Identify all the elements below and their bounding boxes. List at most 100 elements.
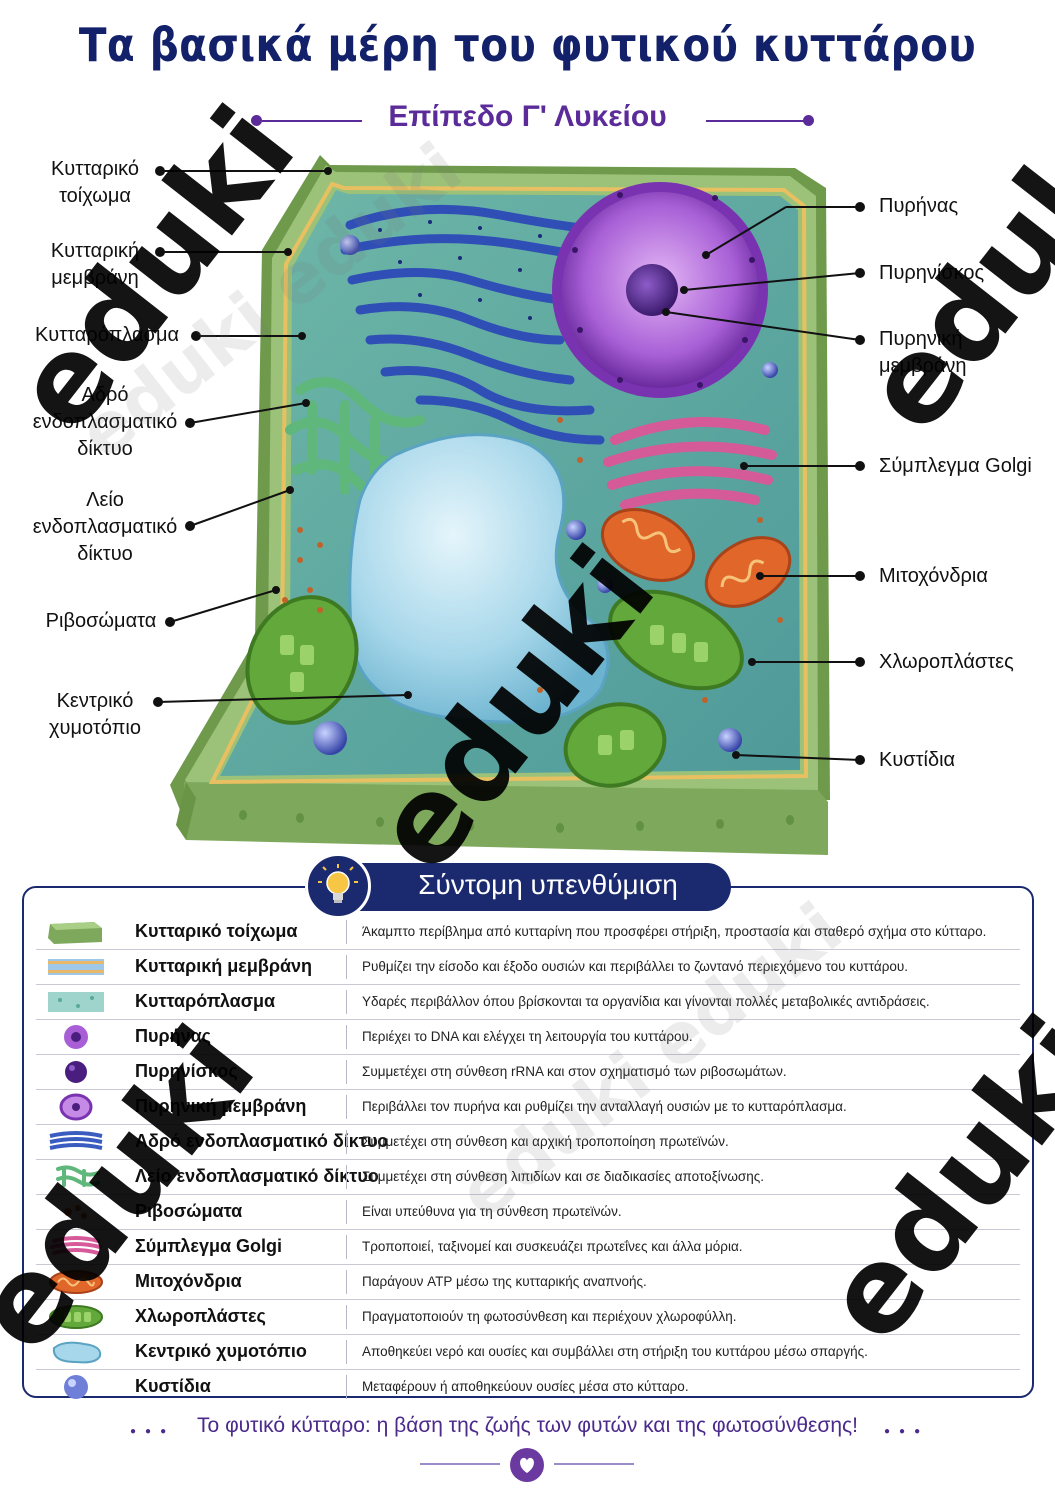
- cell-wall-icon: [48, 922, 102, 944]
- mitochondria-shapes: [600, 508, 792, 608]
- mitochondria-icon: [49, 1270, 103, 1294]
- row-desc: Περιβάλλει τον πυρήνα και ρυθμίζει την α…: [362, 1099, 847, 1114]
- row-desc: Ρυθμίζει την είσοδο και έξοδο ουσιών και…: [362, 959, 909, 974]
- row-divider: [346, 1270, 347, 1294]
- footer-line-left: [420, 1463, 500, 1465]
- ribosome-dots: [282, 417, 783, 703]
- summary-header-bar: [305, 863, 731, 911]
- summary-panel: [22, 886, 1034, 1398]
- row-name: Χλωροπλάστες: [135, 1306, 266, 1326]
- row-name: Κυτταρικό τοίχωμα: [135, 921, 298, 941]
- nucleolus-shape: [626, 264, 678, 316]
- heart-leaf-logo-icon: [510, 1448, 544, 1482]
- footer-dots-right: ●●●: [884, 1426, 930, 1437]
- table-row: Πυρήνας Περιέχει το DNA και ελέγχει τη λ…: [36, 1020, 1020, 1055]
- nucleolus-icon: [65, 1061, 87, 1083]
- page-subtitle: Επίπεδο Γ' Λυκείου: [388, 100, 667, 133]
- row-name: Σύμπλεγμα Golgi: [135, 1236, 283, 1256]
- label-cell-wall: Κυτταρικό τοίχωμα: [50, 158, 140, 207]
- row-divider: [346, 1235, 347, 1259]
- label-chloroplasts: Χλωροπλάστες: [879, 651, 1014, 673]
- row-desc: Πραγματοποιούν τη φωτοσύνθεση και περιέχ…: [362, 1309, 737, 1324]
- table-row: Κυστίδια Μεταφέρουν ή αποθηκεύουν ουσίες…: [36, 1370, 1020, 1404]
- footer-dots-left: ●●●: [130, 1426, 176, 1437]
- label-nuclear-membrane: Πυρηνική μεμβράνη: [879, 328, 967, 377]
- row-name: Κυτταρική μεμβράνη: [135, 956, 313, 976]
- row-divider: [346, 1025, 347, 1049]
- row-desc: Είναι υπεύθυνα για τη σύνθεση πρωτεϊνών.: [362, 1204, 622, 1219]
- row-divider: [346, 955, 347, 979]
- leader-lines-left: [153, 166, 412, 707]
- label-ribosomes: Ριβοσώματα: [45, 610, 157, 632]
- row-desc: Συμμετέχει στη σύνθεση rRNA και στον σχη…: [362, 1064, 787, 1079]
- row-desc: Μεταφέρουν ή αποθηκεύουν ουσίες μέσα στο…: [362, 1379, 689, 1394]
- table-row: Ριβοσώματα Είναι υπεύθυνα για τη σύνθεση…: [36, 1195, 1020, 1230]
- cell-membrane-icon: [48, 959, 104, 975]
- row-desc: Συμμετέχει στη σύνθεση λιπιδίων και σε δ…: [362, 1169, 765, 1184]
- table-row: Κεντρικό χυμοτόπιο Αποθηκεύει νερό και ο…: [36, 1335, 1020, 1370]
- row-desc: Παράγουν ATP μέσω της κυτταρικής αναπνοή…: [362, 1274, 647, 1289]
- label-central-vacuole: Κεντρικό χυμοτόπιο: [49, 690, 141, 739]
- table-row: Κυτταρική μεμβράνη Ρυθμίζει την είσοδο κ…: [36, 950, 1020, 985]
- row-name: Κεντρικό χυμοτόπιο: [135, 1341, 307, 1361]
- row-divider: [346, 1165, 347, 1189]
- subtitle-line-left: [262, 120, 362, 122]
- vacuole-icon: [52, 1341, 102, 1364]
- rough-er-ribosomes: [378, 220, 542, 320]
- plant-cell-diagram: [153, 155, 865, 855]
- label-nucleolus: Πυρηνίσκος: [879, 262, 985, 284]
- row-divider: [346, 1095, 347, 1119]
- row-name: Μιτοχόνδρια: [135, 1271, 242, 1291]
- row-divider: [346, 920, 347, 944]
- row-desc: Συμμετέχει στη σύνθεση και αρχική τροποπ…: [362, 1134, 729, 1149]
- label-mitochondria: Μιτοχόνδρια: [879, 565, 988, 587]
- leader-lines-right: [662, 202, 865, 765]
- row-name: Πυρήνας: [135, 1026, 212, 1046]
- row-desc: Άκαμπτο περίβλημα από κυτταρίνη που προσ…: [362, 924, 987, 939]
- cell-membrane-shape: [208, 181, 809, 785]
- label-cell-membrane: Κυτταρική μεμβράνη: [50, 240, 140, 289]
- row-divider: [346, 1340, 347, 1364]
- row-divider: [346, 1375, 347, 1399]
- footer-line-right: [554, 1463, 634, 1465]
- label-vesicles: Κυστίδια: [879, 749, 956, 771]
- summary-title: Σύντομη υπενθύμιση: [418, 869, 678, 900]
- label-smooth-er: Λείο ενδοπλασματικό δίκτυο: [32, 489, 178, 565]
- ribosomes-icon: [64, 1205, 87, 1219]
- chloroplast-icon: [49, 1305, 103, 1329]
- row-name: Πυρηνική μεμβράνη: [135, 1096, 307, 1116]
- cytoplasm-icon: [48, 992, 104, 1012]
- row-divider: [346, 1200, 347, 1224]
- vesicle-icon: [64, 1375, 88, 1399]
- table-row: Λείο ενδοπλασματικό δίκτυο Συμμετέχει στ…: [36, 1160, 1020, 1195]
- row-desc: Αποθηκεύει νερό και ουσίες και συμβάλλει…: [362, 1344, 868, 1359]
- row-desc: Υδαρές περιβάλλον όπου βρίσκονται τα οργ…: [362, 994, 930, 1009]
- row-desc: Τροποποιεί, ταξινομεί και συσκευάζει πρω…: [362, 1239, 743, 1254]
- row-name: Κυτταρόπλασμα: [135, 991, 276, 1011]
- row-name: Λείο ενδοπλασματικό δίκτυο: [135, 1166, 379, 1186]
- row-divider: [346, 990, 347, 1014]
- table-row: Αδρό ενδοπλασματικό δίκτυο Συμμετέχει στ…: [36, 1125, 1020, 1160]
- row-divider: [346, 1130, 347, 1154]
- table-row: Χλωροπλάστες Πραγματοποιούν τη φωτοσύνθε…: [36, 1300, 1020, 1335]
- smooth-er-icon: [56, 1165, 100, 1187]
- subtitle-line-right: [706, 120, 804, 122]
- label-nucleus: Πυρήνας: [879, 195, 959, 217]
- subtitle-dot-left: [251, 115, 262, 126]
- row-divider: [346, 1060, 347, 1084]
- label-rough-er: Αδρό ενδοπλασματικό δίκτυο: [32, 384, 178, 460]
- nucleus-shape: [552, 182, 768, 398]
- table-row: Πυρηνική μεμβράνη Περιβάλλει τον πυρήνα …: [36, 1090, 1020, 1125]
- row-desc: Περιέχει το DNA και ελέγχει τη λειτουργί…: [362, 1029, 693, 1044]
- central-vacuole-shape: [348, 433, 610, 724]
- page-title: Τα βασικά μέρη του φυτικού κυττάρου: [78, 18, 977, 72]
- summary-table: Κυτταρικό τοίχωμα Άκαμπτο περίβλημα από …: [36, 915, 1020, 1404]
- rough-er-icon: [49, 1131, 103, 1150]
- subtitle-row: Επίπεδο Γ' Λυκείου: [0, 98, 1055, 142]
- table-row: Κυτταρόπλασμα Υδαρές περιβάλλον όπου βρί…: [36, 985, 1020, 1020]
- vesicle-shapes: [313, 235, 778, 755]
- table-row: Κυτταρικό τοίχωμα Άκαμπτο περίβλημα από …: [36, 915, 1020, 950]
- label-cytoplasm: Κυτταρόπλασμα: [34, 324, 180, 346]
- row-divider: [346, 1305, 347, 1329]
